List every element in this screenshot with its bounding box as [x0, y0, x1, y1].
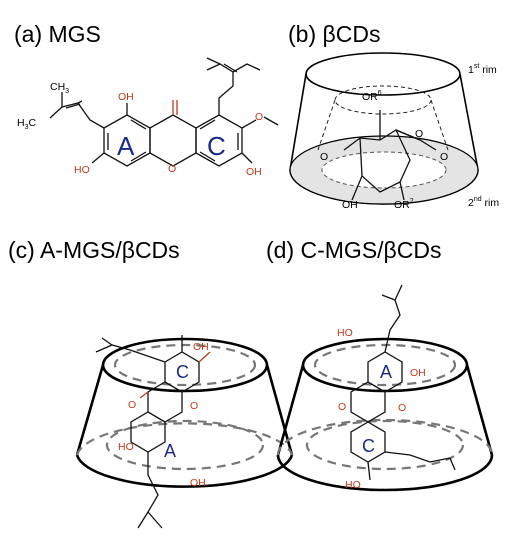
complex-d-o-ring: O — [338, 401, 346, 413]
mgs-structure: O OH HO OH O CH3 H3C A C — [17, 57, 279, 178]
ch3-label: CH3 — [50, 81, 69, 95]
central-ring — [149, 114, 197, 167]
complex-c: C A OH O O HO OH — [75, 335, 294, 529]
cd-top-rim — [305, 52, 461, 96]
panel-d-label: (d) C-MGS/βCDs — [266, 237, 442, 263]
complex-c-o-ring: O — [190, 400, 198, 412]
complex-d-ring-c-letter: C — [362, 436, 375, 456]
complex-d: A C HO OH O O HO — [276, 284, 494, 492]
ring-c-letter: C — [207, 131, 226, 161]
panel-a-label: (a) MGS — [14, 21, 101, 47]
first-rim-label: 1st rim — [468, 63, 497, 76]
cd-oh-label: OH — [342, 199, 358, 211]
panel-c-label: (c) A-MGS/βCDs — [8, 237, 180, 263]
ho-bottom-a: HO — [74, 164, 90, 176]
complex-c-ring-a-letter: A — [164, 441, 176, 461]
complex-d-oh-top: OH — [410, 367, 426, 379]
ring-o-atom: O — [168, 163, 176, 175]
or6-label: OR6 — [362, 90, 382, 103]
complex-c-ring-bottom — [130, 411, 166, 453]
oh-top-a: OH — [118, 91, 134, 103]
complex-d-carbonyl: O — [398, 402, 406, 414]
cd-inner-ring — [321, 151, 447, 189]
ring-a-letter: A — [117, 131, 135, 161]
cd-o-top: O — [415, 128, 423, 140]
complex-d-bottom-rim — [276, 454, 494, 492]
ome-o: O — [255, 111, 263, 123]
complex-c-bottom-rim — [75, 454, 294, 488]
h3c-label: H3C — [17, 117, 37, 131]
complex-c-ring-c-letter: C — [176, 362, 189, 382]
complex-d-ring-a-letter: A — [380, 362, 392, 382]
cd-o-left: O — [320, 151, 328, 163]
panel-b-label: (b) βCDs — [288, 21, 380, 47]
complex-c-ho: HO — [118, 441, 134, 453]
oh-bottom-c: OH — [246, 166, 262, 178]
complex-c-carbonyl: O — [128, 399, 136, 411]
complex-d-ho-bottom: HO — [345, 479, 361, 491]
second-rim-label: 2nd rim — [468, 196, 499, 209]
complex-d-ho-top: HO — [337, 327, 353, 339]
complex-c-oh-bottom: OH — [190, 477, 206, 489]
complex-c-oh-top: OH — [193, 341, 209, 353]
cd-o-right: O — [440, 151, 448, 163]
or2-label: OR2 — [394, 198, 414, 211]
cd-cone: OR6 O O O OH OR2 1st rim 2nd rim — [289, 52, 499, 211]
